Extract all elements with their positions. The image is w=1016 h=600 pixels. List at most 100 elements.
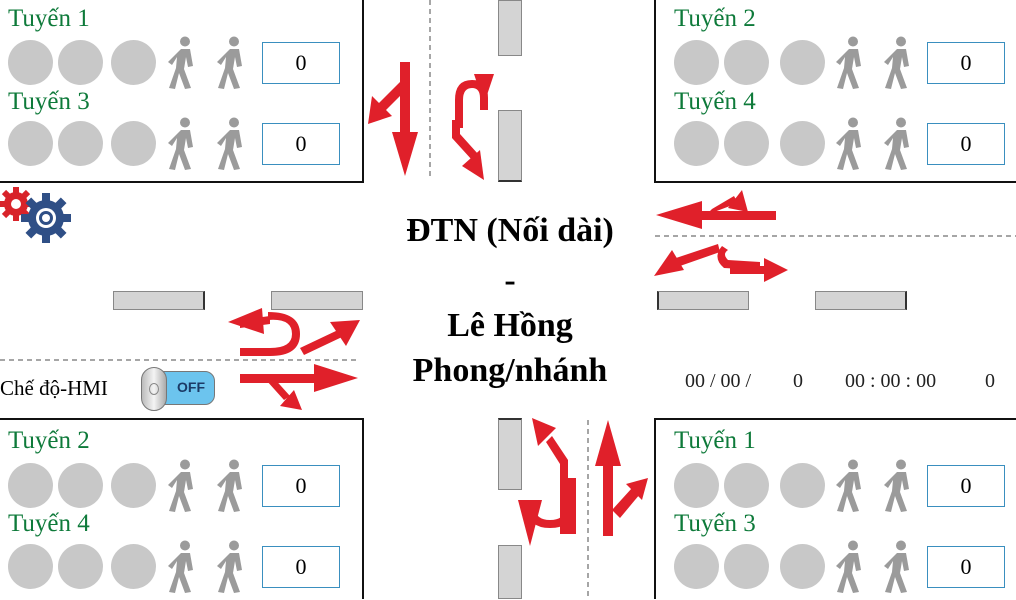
arrow-south-straight — [595, 420, 621, 536]
crosswalk-bar-left-inner — [271, 291, 363, 310]
countdown-display: 0 — [262, 42, 340, 84]
signal-lamp-yellow — [724, 544, 769, 589]
arrow-north-straight — [392, 62, 418, 176]
crosswalk-bar-right-inner — [657, 291, 749, 310]
panel-border-top-right — [654, 0, 1016, 183]
route-label: Tuyến 4 — [8, 510, 90, 537]
pedestrian-walking-icon — [832, 117, 870, 171]
signal-lamp-red — [674, 121, 719, 166]
arrow-west-left-up — [228, 308, 270, 334]
signal-lamp-green — [111, 544, 156, 589]
countdown-display: 0 — [262, 123, 340, 165]
time-value: 0 — [985, 370, 995, 392]
pedestrian-walking-icon — [213, 36, 251, 90]
route-label: Tuyến 1 — [674, 427, 756, 454]
toggle-knob-dot — [149, 383, 159, 395]
signal-lamp-green — [111, 121, 156, 166]
pedestrian-walking-icon — [213, 117, 251, 171]
signal-lamp-green — [111, 463, 156, 508]
arrow-east-uturn — [717, 246, 788, 282]
intersection-title-line4: Phong/nhánh — [412, 352, 608, 389]
date-display: 00 / 00 / — [685, 370, 752, 392]
arrow-west-uturn — [240, 312, 300, 356]
signal-lamp-yellow — [58, 40, 103, 85]
crosswalk-bar-right-outer — [815, 291, 907, 310]
intersection-title-line2: - — [504, 262, 516, 299]
arrow-north-uturn — [455, 74, 494, 128]
route-label: Tuyến 2 — [674, 5, 756, 32]
signal-lamp-red — [674, 463, 719, 508]
signal-lamp-red — [8, 463, 53, 508]
toggle-state-text: OFF — [177, 379, 205, 395]
signal-lamp-red — [8, 121, 53, 166]
countdown-display: 0 — [927, 546, 1005, 588]
signal-lamp-red — [674, 544, 719, 589]
pedestrian-walking-icon — [164, 36, 202, 90]
signal-lamp-red — [8, 40, 53, 85]
arrow-east-straight — [656, 201, 776, 229]
hmi-mode-toggle[interactable]: OFF — [141, 367, 217, 411]
arrow-south-uturn — [518, 478, 576, 546]
pedestrian-walking-icon — [164, 117, 202, 171]
arrow-east-left-down — [654, 244, 720, 276]
panel-border-top-left — [0, 0, 364, 183]
pedestrian-walking-icon — [880, 459, 918, 513]
arrow-west-straight — [240, 364, 358, 392]
arrow-west-right-up — [300, 320, 360, 355]
countdown-display: 0 — [262, 546, 340, 588]
date-value: 0 — [793, 370, 803, 392]
panel-bottom-left: Tuyến 2 0 Tuyến 4 0 — [0, 420, 360, 600]
countdown-display: 0 — [927, 42, 1005, 84]
arrow-east-turn-up — [706, 190, 748, 215]
gears-icon[interactable] — [0, 186, 74, 244]
route-label: Tuyến 1 — [8, 5, 90, 32]
crosswalk-bar-bottom-upper — [498, 418, 522, 490]
signal-lamp-yellow — [724, 40, 769, 85]
pedestrian-walking-icon — [832, 540, 870, 594]
signal-lamp-yellow — [58, 463, 103, 508]
signal-lamp-yellow — [58, 121, 103, 166]
panel-border-bottom-right — [654, 418, 1016, 599]
pedestrian-walking-icon — [213, 540, 251, 594]
pedestrian-walking-icon — [164, 540, 202, 594]
route-label: Tuyến 3 — [8, 88, 90, 115]
panel-bottom-right: Tuyến 1 0 Tuyến 3 0 — [666, 420, 1016, 600]
arrow-south-right — [612, 478, 648, 518]
signal-lamp-yellow — [724, 121, 769, 166]
pedestrian-walking-icon — [832, 36, 870, 90]
intersection-title-line3: Lê Hồng — [447, 307, 573, 344]
crosswalk-bar-top-lower — [498, 110, 522, 182]
panel-border-bottom-left — [0, 418, 364, 599]
signal-lamp-red — [674, 40, 719, 85]
pedestrian-walking-icon — [164, 459, 202, 513]
signal-lamp-green — [780, 40, 825, 85]
countdown-display: 0 — [927, 123, 1005, 165]
panel-top-right: Tuyến 2 0 Tuyến 4 0 — [666, 0, 1016, 180]
signal-lamp-green — [780, 544, 825, 589]
arrow-north-left — [368, 80, 410, 124]
arrow-south-left — [532, 418, 568, 478]
signal-lamp-red — [8, 544, 53, 589]
intersection-title-line1: ĐTN (Nối dài) — [406, 212, 614, 249]
route-label: Tuyến 3 — [674, 510, 756, 537]
countdown-display: 0 — [927, 465, 1005, 507]
pedestrian-walking-icon — [880, 117, 918, 171]
signal-lamp-yellow — [724, 463, 769, 508]
signal-lamp-green — [780, 463, 825, 508]
crosswalk-bar-left-outer — [113, 291, 205, 310]
pedestrian-walking-icon — [880, 540, 918, 594]
crosswalk-bar-top-upper — [498, 0, 522, 56]
arrow-west-turn-down — [266, 376, 302, 410]
countdown-display: 0 — [262, 465, 340, 507]
signal-lamp-green — [111, 40, 156, 85]
route-label: Tuyến 4 — [674, 88, 756, 115]
crosswalk-bar-bottom-lower — [498, 545, 522, 599]
signal-lamp-green — [780, 121, 825, 166]
pedestrian-walking-icon — [213, 459, 251, 513]
mode-label: Chế độ-HMI — [0, 376, 108, 400]
time-display: 00 : 00 : 00 — [845, 370, 937, 392]
pedestrian-walking-icon — [832, 459, 870, 513]
pedestrian-walking-icon — [880, 36, 918, 90]
